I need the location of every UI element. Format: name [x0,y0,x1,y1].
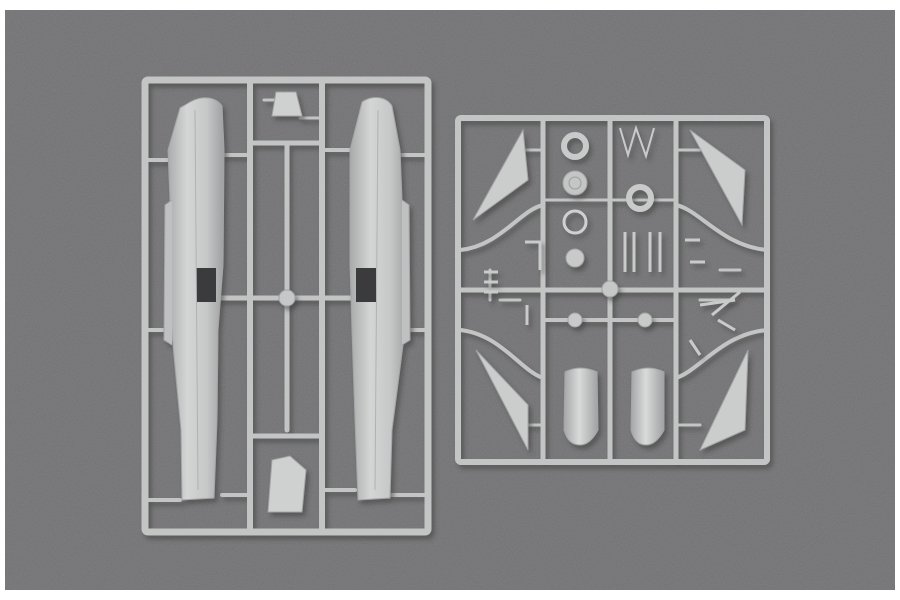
right-sprue-parts [472,124,749,452]
cockpit-opening [196,268,216,302]
ring-part [561,132,589,160]
stabilizer-part [698,349,749,452]
small-detail-part [484,270,498,294]
stabilizer-part [475,349,529,451]
sprue-hub [601,280,619,298]
nozzle-part [630,367,665,446]
right-sprue-runner [458,203,545,252]
stabilizer-part [689,129,746,227]
small-detail-part [699,290,741,332]
left-sprue-small-parts [267,91,307,513]
left-sprue [141,76,432,536]
surface-texture [5,10,895,590]
right-sprue-runner [458,328,545,380]
sprue-hub [278,289,296,307]
small-detail-part [525,238,705,270]
disc-part [637,312,653,328]
disc-part [565,248,585,268]
fan-disc-part [562,170,588,196]
right-sprue-runner [674,203,769,252]
disc-part [567,312,583,328]
cockpit-opening [356,268,376,302]
small-detail-part [525,305,702,356]
stabilizer-part [472,128,529,221]
ring-part [626,184,654,212]
fuselage-half-right [349,97,411,501]
landing-gear-part [619,124,655,160]
strut-part [623,232,662,272]
right-sprue-runner [674,328,769,380]
canopy-frame-part [271,91,303,117]
ring-part [562,209,588,235]
tail-cone-part [267,455,307,513]
fuselage-half-left [163,97,225,501]
left-sprue-frame [141,76,432,536]
nozzle-part [563,367,599,446]
